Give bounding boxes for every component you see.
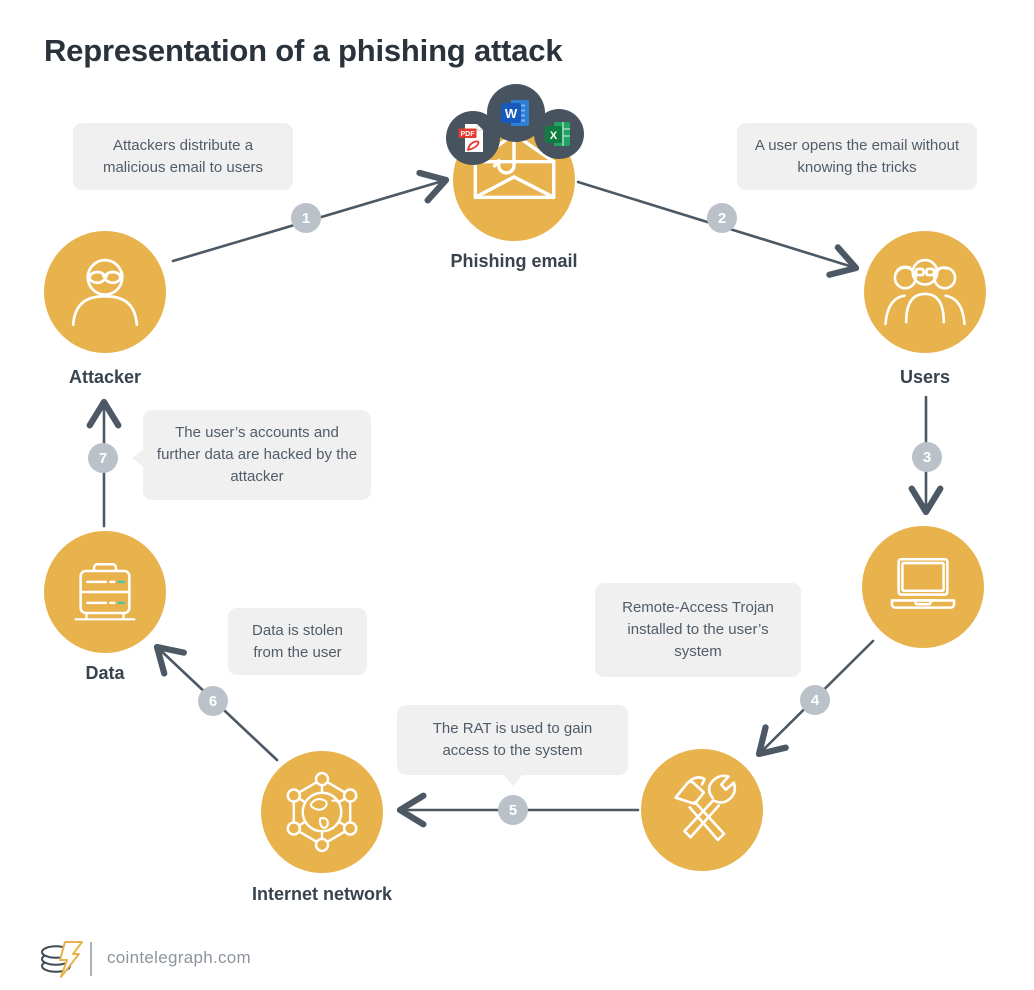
node-users [864, 231, 986, 353]
pdf-file-icon: PDF [458, 124, 483, 152]
hammer-wrench-icon [674, 774, 737, 842]
callout-step-4: Remote-Access Trojan installed to the us… [595, 583, 801, 677]
user-group-icon [884, 258, 966, 326]
callout-text: A user opens the email without knowing t… [754, 136, 960, 176]
callout-text: Remote-Access Trojan installed to the us… [622, 599, 774, 660]
step-badge-6: 6 [198, 686, 228, 716]
callout-step-1: Attackers distribute a malicious email t… [73, 123, 293, 190]
word-label: W [505, 106, 518, 121]
node-label-data: Data [85, 663, 125, 683]
excel-file-icon: X [545, 122, 570, 146]
laptop-icon [890, 558, 956, 609]
callout-step-5: The RAT is used to gain access to the sy… [397, 705, 628, 786]
cointelegraph-logo [41, 941, 83, 978]
node-tools [641, 749, 763, 871]
word-file-icon: W [501, 100, 529, 126]
step-badge-7: 7 [88, 443, 118, 473]
callout-text: Data is stolen from the user [252, 621, 343, 661]
callout-text: The RAT is used to gain access to the sy… [432, 720, 593, 759]
node-label-phishing-email: Phishing email [450, 251, 578, 271]
excel-label: X [550, 130, 558, 142]
callout-step-7: The user’s accounts and further data are… [132, 410, 371, 500]
callout-text: The user’s accounts and further data are… [156, 424, 358, 485]
callout-step-2: A user opens the email without knowing t… [737, 123, 977, 190]
server-icon [74, 563, 136, 621]
page-title: Representation of a phishing attack [44, 32, 563, 68]
footer: cointelegraph.com [0, 930, 1034, 990]
masked-attacker-icon [71, 258, 139, 327]
step-badge-1: 1 [291, 203, 321, 233]
footer-divider [90, 942, 92, 976]
node-computer [862, 526, 984, 648]
callout-tail-down [502, 774, 523, 786]
node-label-internet-network: Internet network [251, 884, 393, 904]
callout-step-6: Data is stolen from the user [228, 608, 367, 675]
node-attacker [44, 231, 166, 353]
step-badge-4: 4 [800, 685, 830, 715]
step-badge-2: 2 [707, 203, 737, 233]
pdf-label: PDF [461, 131, 476, 138]
footer-site-text: cointelegraph.com [107, 948, 252, 967]
step-badge-5: 5 [498, 795, 528, 825]
step-badge-3: 3 [912, 442, 942, 472]
callout-tail-left [132, 449, 144, 467]
callout-text: Attackers distribute a malicious email t… [102, 136, 264, 176]
node-label-users: Users [899, 367, 951, 387]
node-internet-network [261, 751, 383, 873]
excel-attachment-badge: X [534, 109, 584, 159]
node-label-attacker: Attacker [68, 367, 142, 387]
globe-network-icon [286, 771, 358, 853]
node-data [44, 531, 166, 653]
